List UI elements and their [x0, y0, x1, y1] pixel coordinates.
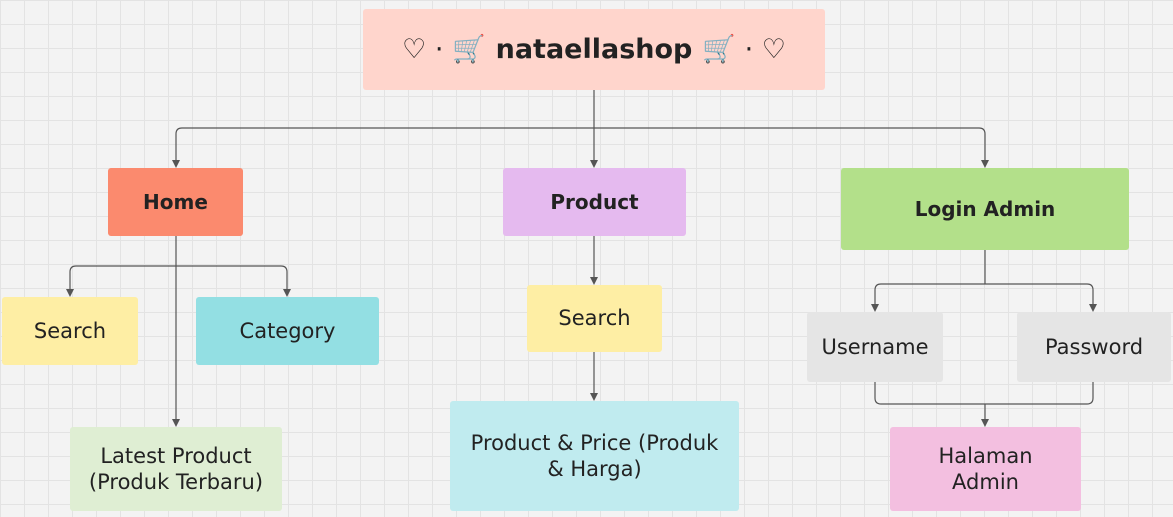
connector-root-to-login	[594, 127, 989, 168]
node-home-category: Category	[196, 297, 379, 365]
node-product-price: Product & Price (Produk & Harga)	[450, 401, 739, 511]
node-home-latest-product: Latest Product (Produk Terbaru)	[70, 427, 282, 511]
node-login-admin: Login Admin	[841, 168, 1129, 250]
node-home-search: Search	[2, 297, 138, 365]
title-text: nataellashop	[495, 33, 693, 65]
diagram-title: ♡ · 🛒 nataellashop 🛒 · ♡	[363, 9, 825, 90]
node-halaman-admin: Halaman Admin	[890, 427, 1081, 511]
node-password: Password	[1017, 312, 1171, 382]
connector-login-to-password	[985, 283, 1097, 312]
connector-home-to-category	[176, 265, 291, 297]
connector-home-to-search	[66, 265, 176, 297]
node-product: Product	[503, 168, 686, 236]
node-home: Home	[108, 168, 243, 236]
node-product-search: Search	[527, 285, 662, 352]
title-suffix: 🛒 · ♡	[702, 33, 786, 65]
title-prefix: ♡ · 🛒	[402, 33, 486, 65]
connector-password-to-admin	[985, 382, 1094, 405]
connector-root-to-home	[172, 127, 594, 168]
connector-login-to-username	[871, 283, 985, 312]
node-username: Username	[807, 312, 943, 382]
connector-username-to-admin	[874, 382, 985, 405]
